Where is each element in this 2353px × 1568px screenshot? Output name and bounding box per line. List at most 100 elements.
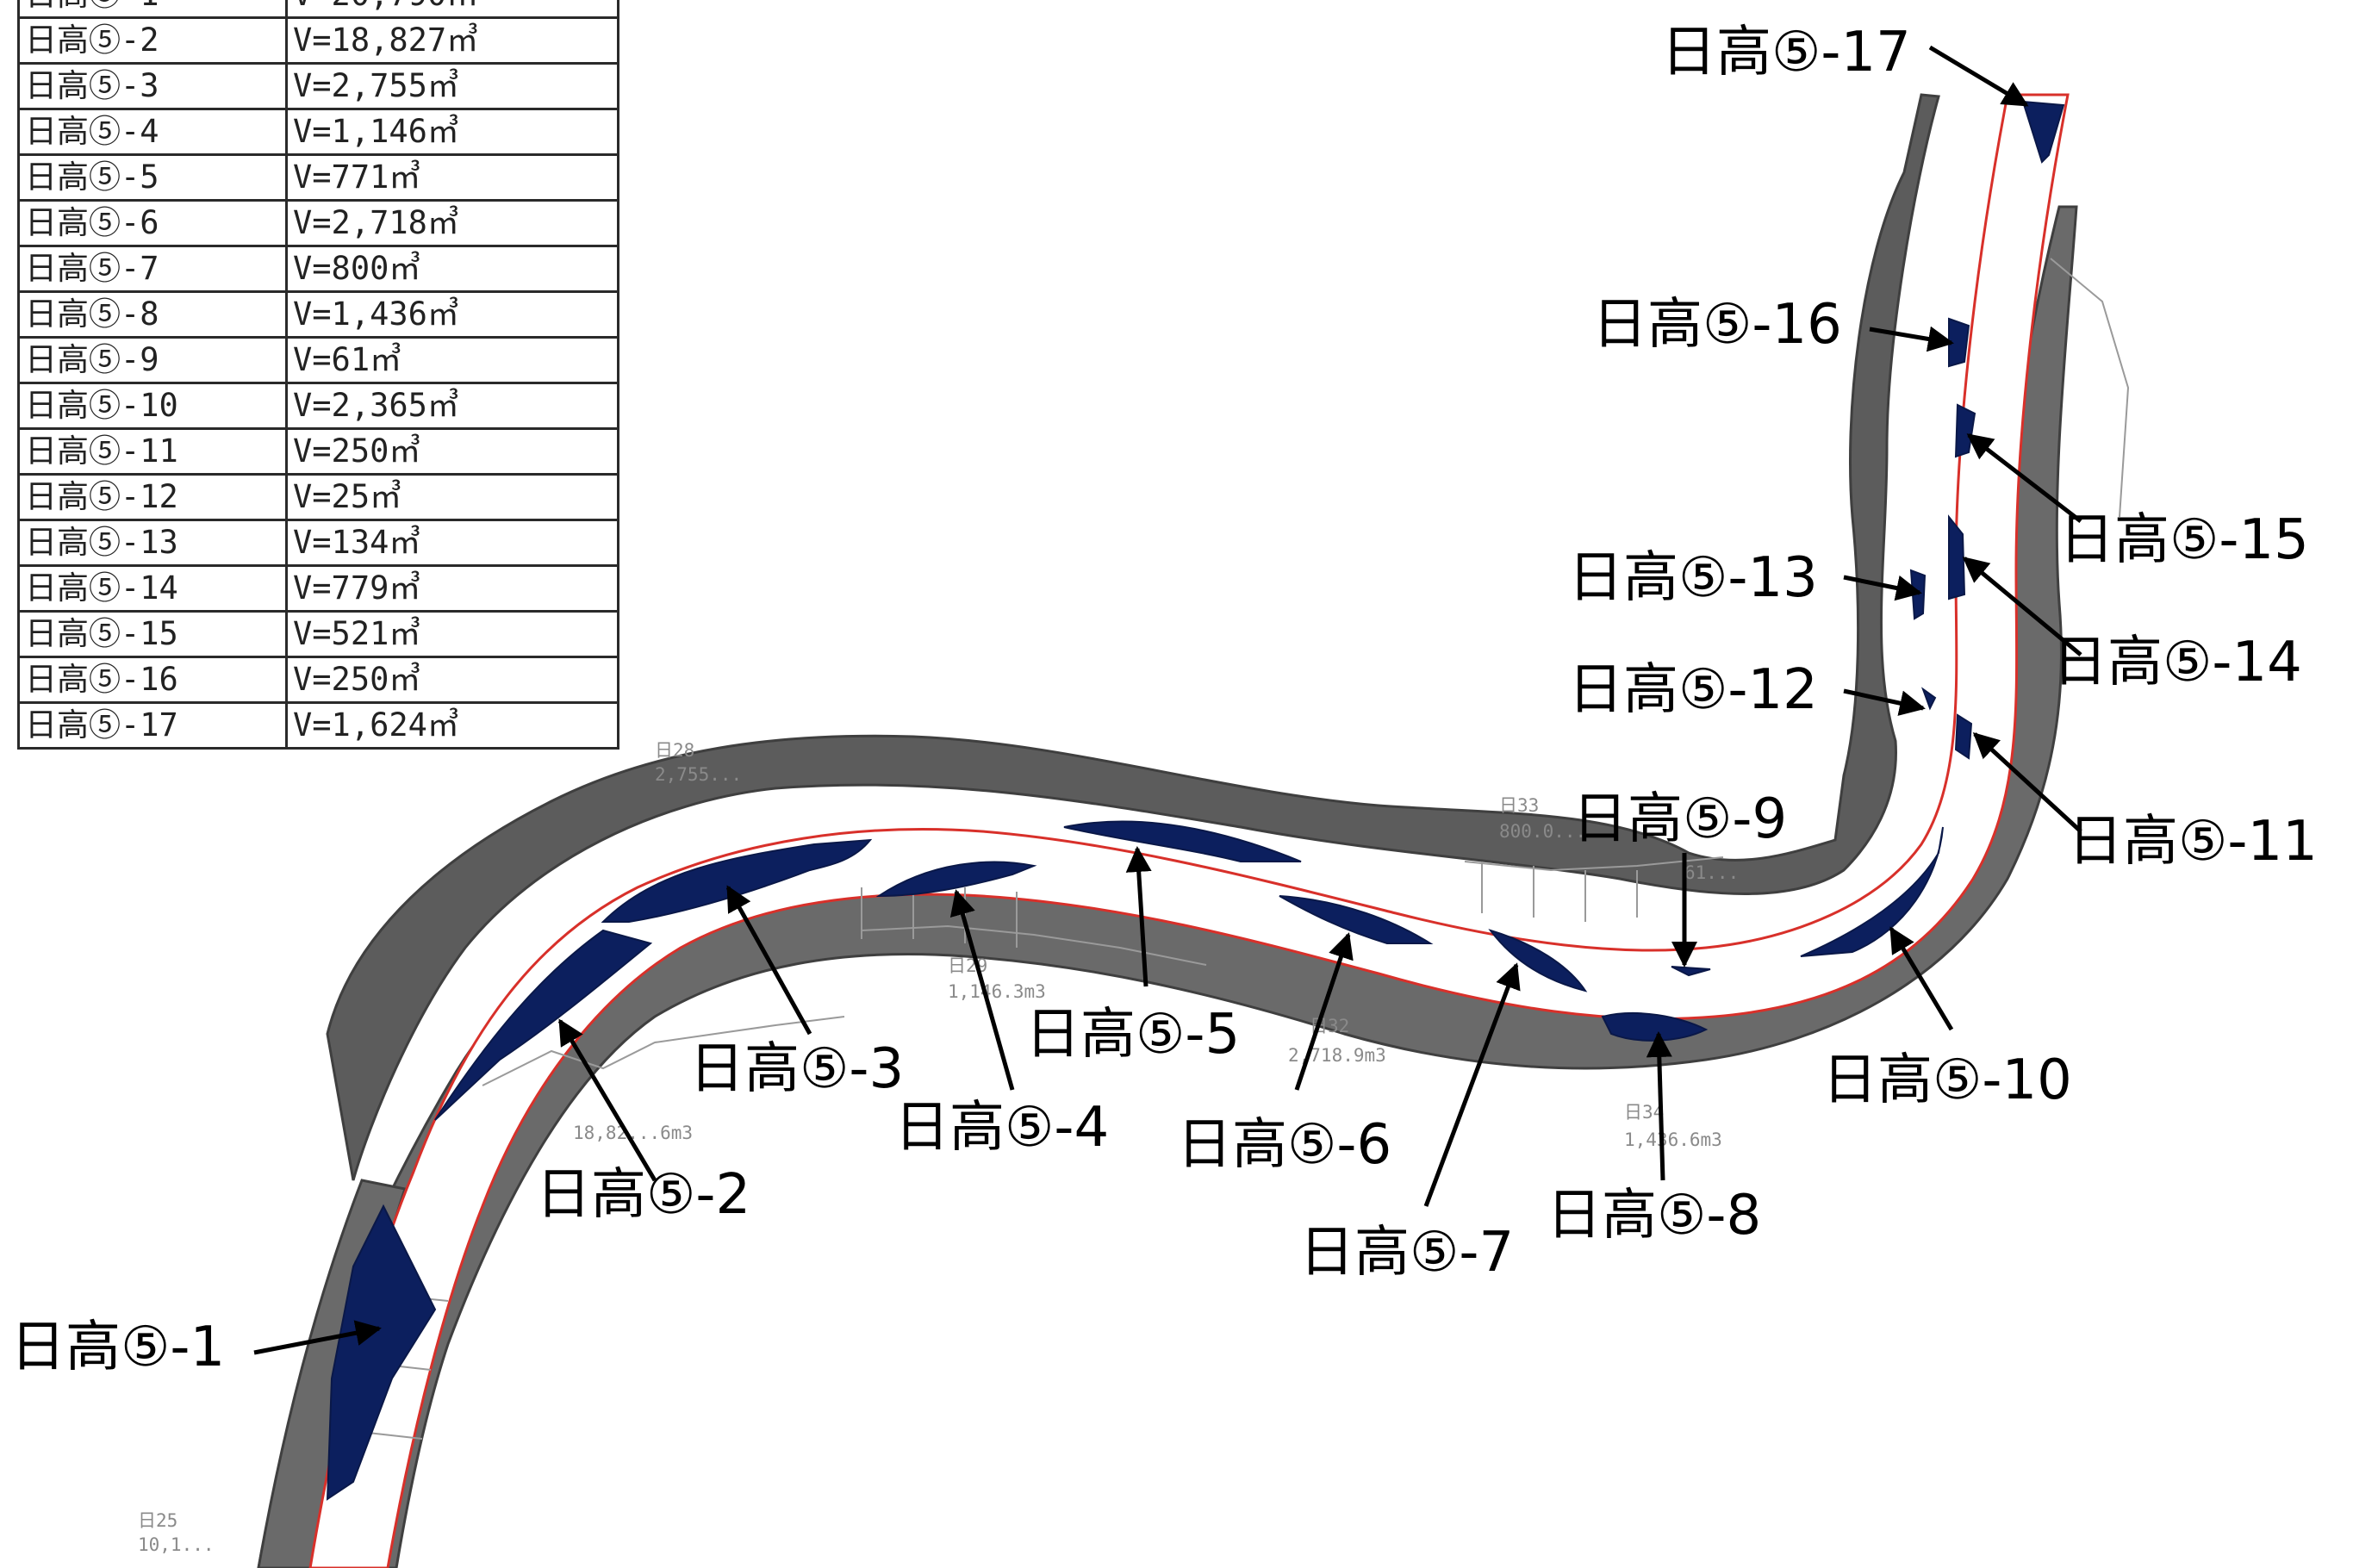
callout-label-2: 日高⑤-2 — [536, 1163, 750, 1227]
arrow-17 — [1928, 45, 2029, 108]
plan-volume: 800.0... — [1499, 821, 1586, 842]
parcel-grid — [344, 258, 2130, 1440]
plan-annotations: 日25 10,1... 18,82...6m3 日28 2,755... 日29… — [138, 740, 1739, 1555]
section-id-cell: 日高⑤-10 — [17, 382, 288, 430]
volume-cell: V=779㎥ — [285, 564, 619, 613]
section-id-cell: 日高⑤-16 — [17, 656, 288, 704]
deposit-5 — [1063, 820, 1302, 862]
section-id-cell: 日高⑤-3 — [17, 62, 288, 110]
callout-label-7: 日高⑤-7 — [1299, 1221, 1514, 1285]
callout-label-11: 日高⑤-11 — [2068, 810, 2318, 874]
section-id-cell: 日高⑤-15 — [17, 610, 288, 658]
volume-cell: V=25㎥ — [285, 473, 619, 521]
volume-cell: V=521㎥ — [285, 610, 619, 658]
deposit-11 — [1954, 713, 1973, 760]
callout-label-14: 日高⑤-14 — [2052, 631, 2302, 694]
section-id-cell: 日高⑤-1 — [17, 0, 288, 19]
deposit-4 — [875, 861, 1037, 898]
callout-label-8: 日高⑤-8 — [1547, 1184, 1761, 1248]
volume-cell: V=250㎥ — [285, 656, 619, 704]
plan-label: 日25 — [138, 1510, 177, 1531]
plan-volume: 2,755... — [655, 764, 742, 785]
volume-cell: V=2,755㎥ — [285, 62, 619, 110]
north-bank-terrain — [326, 93, 1940, 1181]
arrow-16 — [1869, 326, 1954, 352]
callout-label-3: 日高⑤-3 — [689, 1037, 904, 1101]
deposit-14 — [1948, 514, 1966, 600]
plan-volume: 1,146.3m3 — [948, 981, 1046, 1002]
plan-volume: 61... — [1684, 862, 1739, 883]
plan-label: 日29 — [948, 955, 987, 976]
callout-label-1: 日高⑤-1 — [10, 1316, 225, 1379]
volume-table: 日高⑤-1V=20,790㎥日高⑤-2V=18,827㎥日高⑤-3V=2,755… — [17, 0, 619, 750]
plan-volume: 10,1... — [138, 1534, 215, 1555]
arrow-6 — [1294, 932, 1354, 1091]
callout-label-10: 日高⑤-10 — [1822, 1048, 2072, 1112]
section-id-cell: 日高⑤-17 — [17, 701, 288, 750]
callout-labels: 日高⑤-1 日高⑤-2 日高⑤-3 日高⑤-4 日高⑤-5 日高⑤-6 日高⑤-… — [10, 21, 2318, 1379]
plan-label: 日33 — [1499, 795, 1539, 816]
callout-label-17: 日高⑤-17 — [1661, 21, 1911, 84]
arrow-1 — [253, 1320, 382, 1355]
plan-label: 日34 — [1624, 1102, 1664, 1123]
section-id-cell: 日高⑤-13 — [17, 519, 288, 567]
callout-label-4: 日高⑤-4 — [894, 1096, 1109, 1160]
volume-cell: V=1,436㎥ — [285, 290, 619, 339]
section-id-cell: 日高⑤-7 — [17, 245, 288, 293]
section-id-cell: 日高⑤-12 — [17, 473, 288, 521]
volume-cell: V=1,146㎥ — [285, 108, 619, 156]
arrow-5 — [1125, 846, 1152, 987]
volume-cell: V=1,624㎥ — [285, 701, 619, 750]
section-id-cell: 日高⑤-2 — [17, 16, 288, 65]
arrow-8 — [1646, 1031, 1672, 1181]
plan-label: 日28 — [655, 740, 694, 761]
arrow-14 — [1962, 557, 2082, 656]
arrow-3 — [725, 885, 812, 1036]
volume-cell: V=2,365㎥ — [285, 382, 619, 430]
callout-label-12: 日高⑤-12 — [1568, 658, 1818, 722]
volume-table-row: 日高⑤-1V=20,790㎥ — [17, 0, 619, 19]
plan-volume: 2,718.9m3 — [1288, 1045, 1386, 1066]
deposit-3 — [601, 838, 873, 923]
callout-label-13: 日高⑤-13 — [1568, 546, 1818, 610]
deposit-16 — [1948, 317, 1970, 368]
volume-cell: V=20,790㎥ — [285, 0, 619, 19]
arrow-12 — [1843, 688, 1926, 716]
section-id-cell: 日高⑤-5 — [17, 153, 288, 202]
deposit-2 — [434, 929, 653, 1121]
section-id-cell: 日高⑤-11 — [17, 427, 288, 476]
arrow-10 — [1889, 926, 1954, 1031]
section-id-cell: 日高⑤-9 — [17, 336, 288, 384]
section-id-cell: 日高⑤-8 — [17, 290, 288, 339]
arrow-2 — [557, 1018, 657, 1182]
volume-cell: V=250㎥ — [285, 427, 619, 476]
deposit-12 — [1920, 687, 1937, 711]
arrow-15 — [1966, 433, 2082, 523]
volume-cell: V=18,827㎥ — [285, 16, 619, 65]
arrow-13 — [1843, 575, 1922, 601]
deposit-areas — [326, 100, 2065, 1501]
callout-label-15: 日高⑤-15 — [2059, 508, 2309, 572]
volume-cell: V=2,718㎥ — [285, 199, 619, 247]
section-id-cell: 日高⑤-4 — [17, 108, 288, 156]
deposit-9 — [1671, 966, 1711, 977]
plan-volume: 1,436.6m3 — [1624, 1129, 1722, 1150]
callout-label-16: 日高⑤-16 — [1592, 293, 1842, 357]
arrow-11 — [1972, 731, 2082, 833]
callout-label-6: 日高⑤-6 — [1177, 1113, 1391, 1177]
